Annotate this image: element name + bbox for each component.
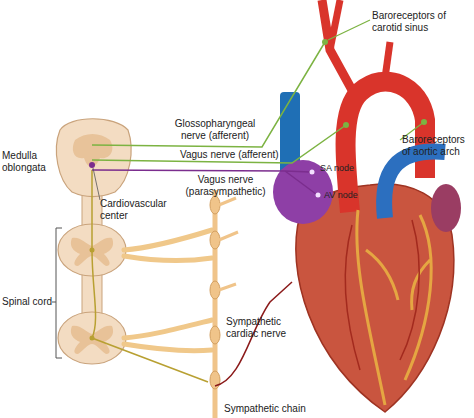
leader-line (328, 20, 370, 40)
baroreceptor-dot (343, 122, 349, 128)
baroreceptor-dot (421, 119, 427, 125)
ganglion (210, 371, 220, 389)
left-atrium (431, 184, 461, 232)
carotid-artery (322, 0, 352, 90)
ganglion (210, 326, 220, 344)
spinal-tube (82, 272, 102, 316)
leader-line (93, 168, 100, 200)
nerve-label: Vagus nerve (parasympathetic) (178, 174, 273, 198)
nerve-root (124, 320, 212, 351)
medulla-shape (56, 119, 131, 197)
node-dot (316, 193, 321, 198)
pathway-dot (90, 336, 95, 341)
ganglion (210, 196, 220, 214)
part-label: Sympathetic chain (224, 403, 334, 415)
glossopharyngeal-nerve (92, 42, 325, 147)
part-label: Medulla oblongata (2, 150, 54, 174)
descending-pathway (92, 170, 208, 382)
chain-branch (219, 198, 238, 290)
spinal-gray-matter (71, 326, 113, 354)
part-label: Spinal cord (2, 296, 54, 308)
baroreceptor-dot (322, 39, 328, 45)
ganglion (210, 231, 220, 249)
carotid-artery (330, 0, 340, 50)
part-label: Baroreceptors of aortic arch (402, 134, 474, 158)
part-label: Cardiovascular center (100, 198, 175, 222)
nerve-label: Glossopharyngeal nerve (afferent) (165, 118, 265, 142)
part-label: Baroreceptors of carotid sinus (372, 10, 467, 34)
pathway-dot (90, 248, 95, 253)
center-dot (89, 162, 95, 168)
nerve-label: Sympathetic cardiac nerve (226, 316, 304, 340)
nerve-root (124, 230, 212, 261)
coronary-artery (345, 220, 419, 370)
spinal-bracket (52, 228, 62, 358)
ganglion (210, 281, 220, 299)
node-label: SA node (320, 163, 370, 174)
coronary-vessel (357, 210, 431, 405)
node-dot (310, 170, 315, 175)
medulla-gray-matter (73, 134, 113, 167)
node-label: AV node (324, 190, 374, 201)
spinal-segment (58, 312, 126, 364)
nerve-label: Vagus nerve (afferent) (180, 149, 300, 161)
